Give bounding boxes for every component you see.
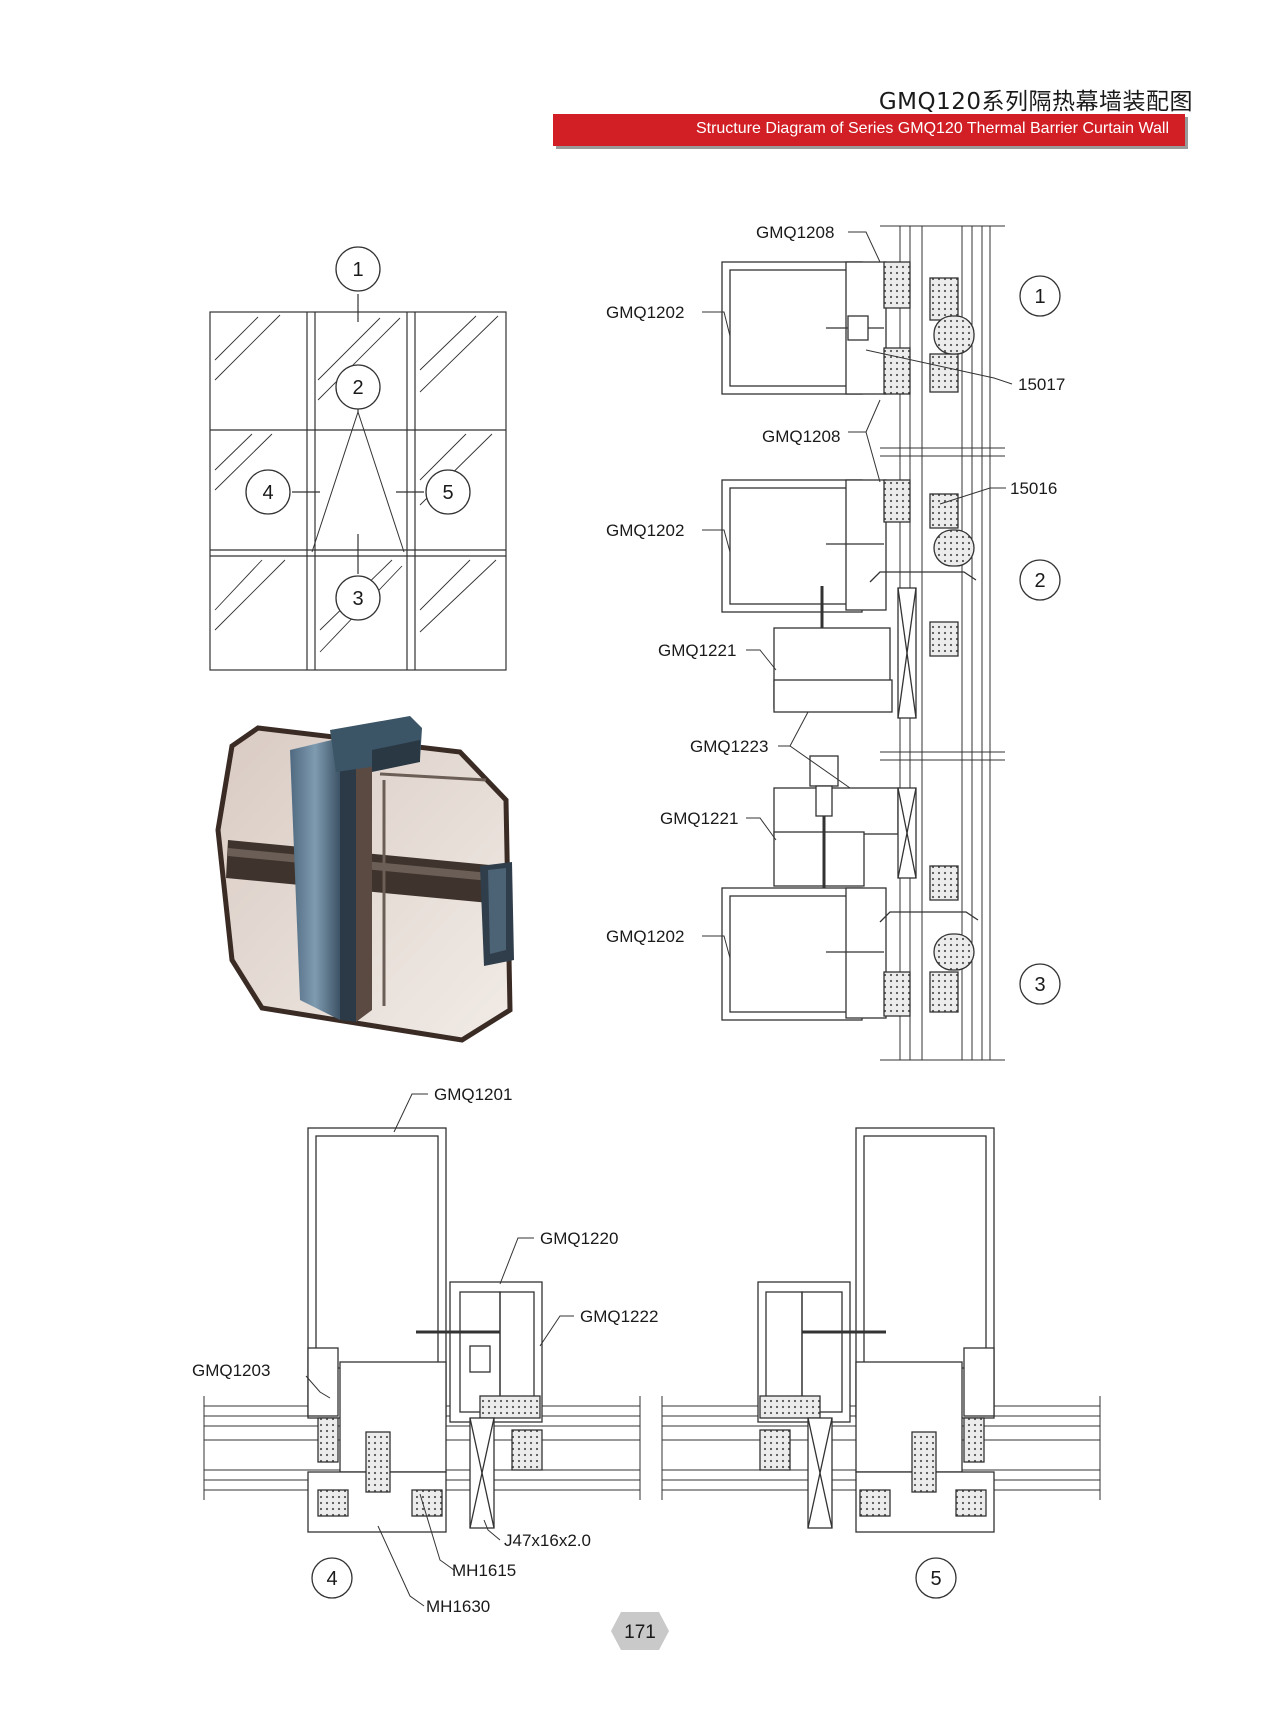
plan-callout-5: 5 xyxy=(930,1568,941,1590)
page-number: 171 xyxy=(624,1622,656,1643)
horizontal-section-right xyxy=(661,1127,1101,1599)
label-gmq1222: GMQ1222 xyxy=(580,1307,658,1326)
page-title-en: Structure Diagram of Series GMQ120 Therm… xyxy=(695,120,1169,137)
callout-circle-2 xyxy=(335,364,381,410)
horizontal-section-left xyxy=(203,1093,641,1607)
label-gmq1201: GMQ1201 xyxy=(434,1085,512,1104)
label-gmq1208-top: GMQ1208 xyxy=(756,223,834,242)
callout-5: 5 xyxy=(442,482,453,504)
label-gmq1203: GMQ1203 xyxy=(192,1361,270,1380)
label-gmq1202-c: GMQ1202 xyxy=(606,927,684,946)
label-gmq1221-a: GMQ1221 xyxy=(658,641,736,660)
page-title-cn: GMQ120系列隔热幕墙装配图 xyxy=(878,89,1193,115)
section-callout-1: 1 xyxy=(1034,286,1045,308)
callout-1: 1 xyxy=(352,259,363,281)
elevation-view xyxy=(209,294,507,671)
callout-3: 3 xyxy=(352,588,363,610)
label-mh1630: MH1630 xyxy=(426,1597,490,1616)
callout-circle-4 xyxy=(245,469,291,515)
label-gmq1202-a: GMQ1202 xyxy=(606,303,684,322)
label-j47x16x2: J47x16x2.0 xyxy=(504,1531,591,1550)
section-callout-2: 2 xyxy=(1034,570,1045,592)
callout-4: 4 xyxy=(262,482,273,504)
page-number-badge: 171 xyxy=(611,1612,669,1650)
label-gmq1202-b: GMQ1202 xyxy=(606,521,684,540)
label-gmq1220: GMQ1220 xyxy=(540,1229,618,1248)
callout-2: 2 xyxy=(352,377,363,399)
callout-circle-5 xyxy=(425,469,471,515)
label-15017: 15017 xyxy=(1018,375,1065,394)
isometric-illustration xyxy=(215,716,514,1043)
label-mh1615: MH1615 xyxy=(452,1561,516,1580)
label-gmq1208-mid: GMQ1208 xyxy=(762,427,840,446)
plan-callout-4: 4 xyxy=(326,1568,337,1590)
vertical-section xyxy=(702,225,1061,1061)
section-callout-3: 3 xyxy=(1034,974,1045,996)
elevation-callouts xyxy=(245,246,471,621)
label-15016: 15016 xyxy=(1010,479,1057,498)
label-gmq1223: GMQ1223 xyxy=(690,737,768,756)
callout-circle-1 xyxy=(335,246,381,292)
title-banner: Structure Diagram of Series GMQ120 Therm… xyxy=(553,114,1185,146)
label-gmq1221-b: GMQ1221 xyxy=(660,809,738,828)
callout-circle-3 xyxy=(335,575,381,621)
